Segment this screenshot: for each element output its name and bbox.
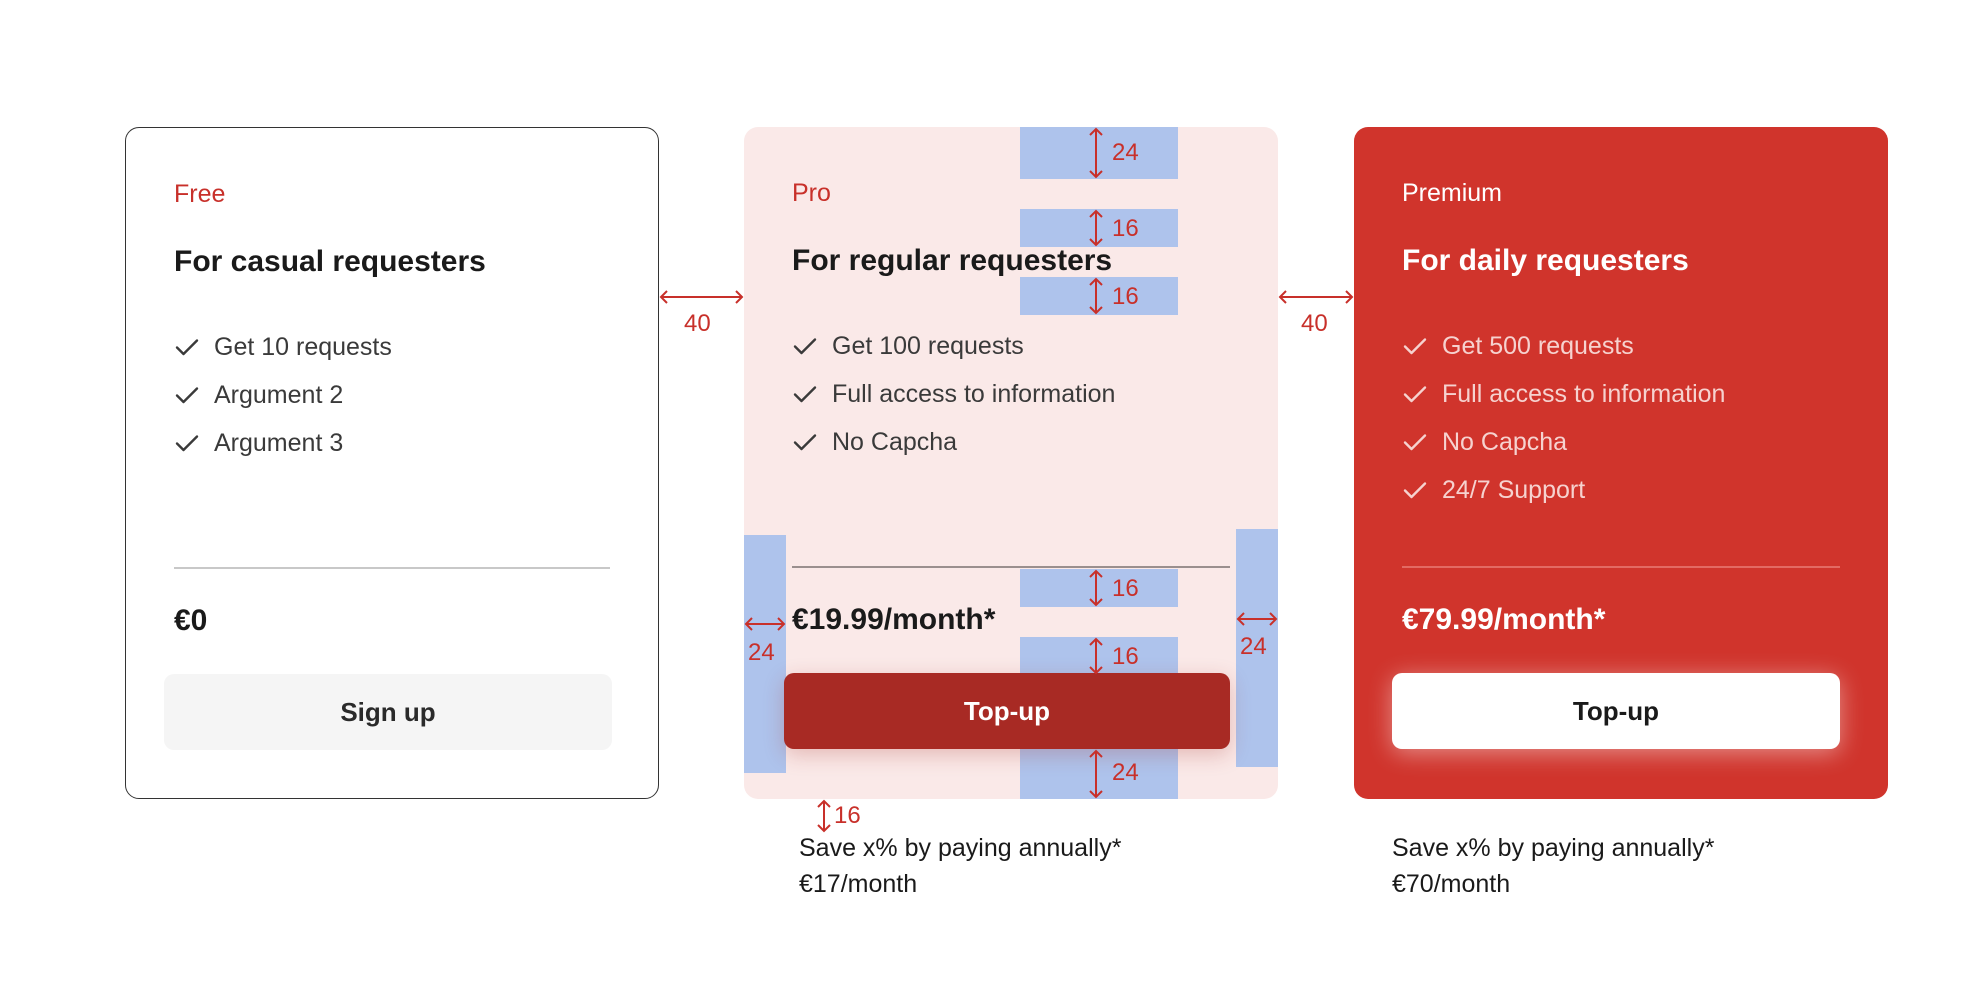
feature-label: Argument 3 xyxy=(214,428,344,457)
feature-label: No Capcha xyxy=(1442,427,1568,456)
feature-list: Get 10 requests Argument 2 Argument 3 xyxy=(174,323,392,467)
spacing-arrow-icon xyxy=(1278,290,1354,304)
premium-annual-note: Save x% by paying annually* €70/month xyxy=(1392,830,1714,902)
check-icon xyxy=(1402,381,1428,407)
feature-item: Get 10 requests xyxy=(174,323,392,371)
spacer-pad-left xyxy=(744,535,786,773)
top-up-button[interactable]: Top-up xyxy=(1392,673,1840,749)
feature-item: Get 500 requests xyxy=(1402,322,1725,370)
feature-label: Get 100 requests xyxy=(832,331,1024,360)
pro-annual-note: Save x% by paying annually* €17/month xyxy=(799,830,1121,902)
card-headline: For daily requesters xyxy=(1402,244,1689,277)
spacing-arrow-icon xyxy=(659,290,744,304)
feature-list: Get 500 requests Full access to informat… xyxy=(1402,322,1725,514)
annotation-label: 16 xyxy=(1112,575,1139,602)
annotation-label: 24 xyxy=(748,639,775,666)
annotation-label: 24 xyxy=(1112,759,1139,786)
annotation-label: 40 xyxy=(1301,310,1328,337)
annual-price-text: €17/month xyxy=(799,870,918,898)
feature-item: Full access to information xyxy=(792,370,1115,418)
check-icon xyxy=(174,334,200,360)
check-icon xyxy=(1402,429,1428,455)
annotation-label: 24 xyxy=(1240,633,1267,660)
top-up-button[interactable]: Top-up xyxy=(784,673,1230,749)
feature-item: Full access to information xyxy=(1402,370,1725,418)
annotation-label: 16 xyxy=(834,802,861,829)
tier-name: Pro xyxy=(792,179,831,207)
check-icon xyxy=(1402,333,1428,359)
feature-list: Get 100 requests Full access to informat… xyxy=(792,322,1115,466)
check-icon xyxy=(792,381,818,407)
price: €19.99/month* xyxy=(792,603,996,636)
check-icon xyxy=(1402,477,1428,503)
card-headline: For casual requesters xyxy=(174,245,486,278)
tier-name: Premium xyxy=(1402,179,1503,207)
spacing-arrow-icon xyxy=(1089,749,1103,799)
divider xyxy=(1402,566,1840,568)
check-icon xyxy=(174,430,200,456)
divider xyxy=(174,567,610,569)
tier-name: Free xyxy=(174,180,226,208)
feature-item: No Capcha xyxy=(1402,418,1725,466)
spacing-arrow-icon xyxy=(1089,127,1103,179)
spacer-pad-top xyxy=(1020,127,1178,179)
check-icon xyxy=(174,382,200,408)
spacing-arrow-icon xyxy=(744,617,786,631)
annotation-label: 40 xyxy=(684,310,711,337)
annotation-label: 24 xyxy=(1112,139,1139,166)
divider xyxy=(792,566,1230,568)
annual-savings-text: Save x% by paying annually* xyxy=(799,834,1122,862)
spacing-arrow-icon xyxy=(1089,277,1103,315)
feature-item: No Capcha xyxy=(792,418,1115,466)
feature-item: Get 100 requests xyxy=(792,322,1115,370)
feature-label: Get 10 requests xyxy=(214,332,392,361)
annual-price-text: €70/month xyxy=(1392,870,1511,898)
feature-label: 24/7 Support xyxy=(1442,475,1586,504)
feature-label: Full access to information xyxy=(1442,379,1726,408)
price: €0 xyxy=(174,604,208,637)
annual-savings-text: Save x% by paying annually* xyxy=(1392,834,1715,862)
annotation-label: 16 xyxy=(1112,215,1139,242)
spacer-pad-right xyxy=(1236,529,1278,767)
spacer-pad-bottom xyxy=(1020,749,1178,799)
spacing-arrow-icon xyxy=(1089,209,1103,247)
feature-item: Argument 2 xyxy=(174,371,392,419)
feature-label: Argument 2 xyxy=(214,380,344,409)
feature-item: Argument 3 xyxy=(174,419,392,467)
pricing-card-free: Free For casual requesters Get 10 reques… xyxy=(125,127,659,799)
spacing-arrow-icon xyxy=(1236,612,1278,626)
feature-label: Full access to information xyxy=(832,379,1116,408)
pricing-card-pro: Pro For regular requesters Get 100 reque… xyxy=(744,127,1278,799)
card-headline: For regular requesters xyxy=(792,244,1113,277)
feature-label: No Capcha xyxy=(832,427,958,456)
pricing-card-premium: Premium For daily requesters Get 500 req… xyxy=(1354,127,1888,799)
sign-up-button[interactable]: Sign up xyxy=(164,674,612,750)
price: €79.99/month* xyxy=(1402,603,1606,636)
spacing-arrow-icon xyxy=(817,799,831,833)
annotation-label: 16 xyxy=(1112,283,1139,310)
check-icon xyxy=(792,333,818,359)
feature-label: Get 500 requests xyxy=(1442,331,1634,360)
check-icon xyxy=(792,429,818,455)
annotation-label: 16 xyxy=(1112,643,1139,670)
spacing-arrow-icon xyxy=(1089,569,1103,607)
feature-item: 24/7 Support xyxy=(1402,466,1725,514)
spacing-arrow-icon xyxy=(1089,637,1103,675)
